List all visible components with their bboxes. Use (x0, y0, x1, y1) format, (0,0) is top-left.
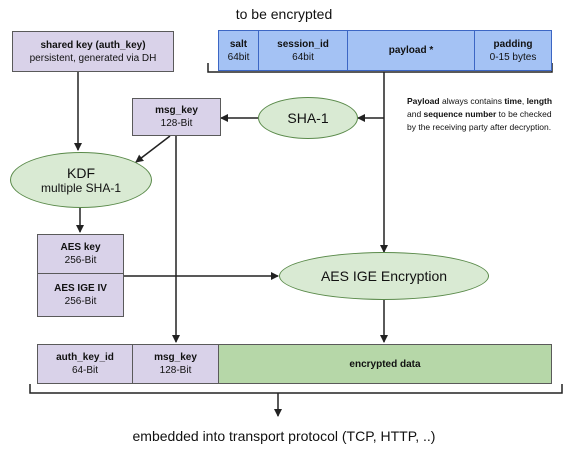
session-id-subtitle: 64bit (292, 51, 314, 63)
aes-key-title: AES key (60, 242, 101, 253)
output-msg-key-subtitle: 128-Bit (159, 365, 192, 376)
note-text-1: always contains (439, 96, 505, 106)
note-bold-length: length (526, 96, 553, 106)
sha1-label: SHA-1 (287, 110, 329, 126)
encrypted-data-field: encrypted data (218, 344, 552, 384)
padding-field: padding 0-15 bytes (474, 30, 552, 71)
output-msg-key-field: msg_key 128-Bit (132, 344, 219, 384)
kdf-node: KDF multiple SHA-1 (10, 152, 152, 208)
shared-key-title: shared key (auth_key) (40, 39, 146, 51)
aes-ige-encryption-node: AES IGE Encryption (279, 252, 489, 300)
arrow-msgkey-to-kdf (135, 135, 171, 163)
aes-iv-box: AES IGE IV 256-Bit (37, 273, 124, 317)
auth-key-id-title: auth_key_id (56, 352, 114, 363)
encrypted-data-title: encrypted data (349, 358, 421, 370)
salt-title: salt (229, 38, 248, 50)
kdf-title: KDF (67, 165, 95, 181)
msg-key-box: msg_key 128-Bit (132, 98, 221, 136)
top-caption: to be encrypted (235, 6, 333, 22)
sha1-node: SHA-1 (258, 97, 358, 139)
bottom-caption: embedded into transport protocol (TCP, H… (132, 428, 436, 444)
note-bold-time: time (504, 96, 522, 106)
auth-key-id-field: auth_key_id 64-Bit (37, 344, 133, 384)
payload-note: Payload always contains time, length and… (407, 95, 559, 134)
session-id-field: session_id 64bit (258, 30, 348, 71)
note-bold-sequence: sequence number (423, 109, 497, 119)
note-text-2: , (521, 96, 527, 106)
salt-subtitle: 64bit (227, 51, 250, 63)
auth-key-id-subtitle: 64-Bit (71, 365, 99, 376)
output-msg-key-title: msg_key (154, 352, 197, 363)
shared-key-subtitle: persistent, generated via DH (29, 52, 157, 64)
aes-key-box: AES key 256-Bit (37, 234, 124, 274)
payload-title: payload * (388, 45, 434, 56)
note-bold-payload: Payload (407, 96, 440, 106)
msg-key-subtitle: 128-Bit (160, 118, 193, 129)
note-text-4: to be checked by the receiving party aft… (407, 109, 552, 132)
padding-title: padding (493, 38, 533, 50)
session-id-title: session_id (277, 38, 329, 50)
note-text-3: and (407, 109, 424, 119)
padding-subtitle: 0-15 bytes (489, 51, 537, 63)
aes-ige-encryption-label: AES IGE Encryption (320, 268, 448, 284)
aes-iv-subtitle: 256-Bit (64, 296, 97, 307)
payload-field: payload * (347, 30, 475, 71)
aes-key-subtitle: 256-Bit (64, 255, 97, 266)
shared-key-box: shared key (auth_key) persistent, genera… (12, 31, 174, 72)
top-brace (207, 63, 553, 73)
msg-key-title: msg_key (155, 105, 198, 116)
aes-iv-title: AES IGE IV (54, 283, 107, 294)
kdf-subtitle: multiple SHA-1 (40, 181, 122, 195)
salt-field: salt 64bit (218, 30, 259, 71)
bottom-brace (29, 384, 563, 394)
